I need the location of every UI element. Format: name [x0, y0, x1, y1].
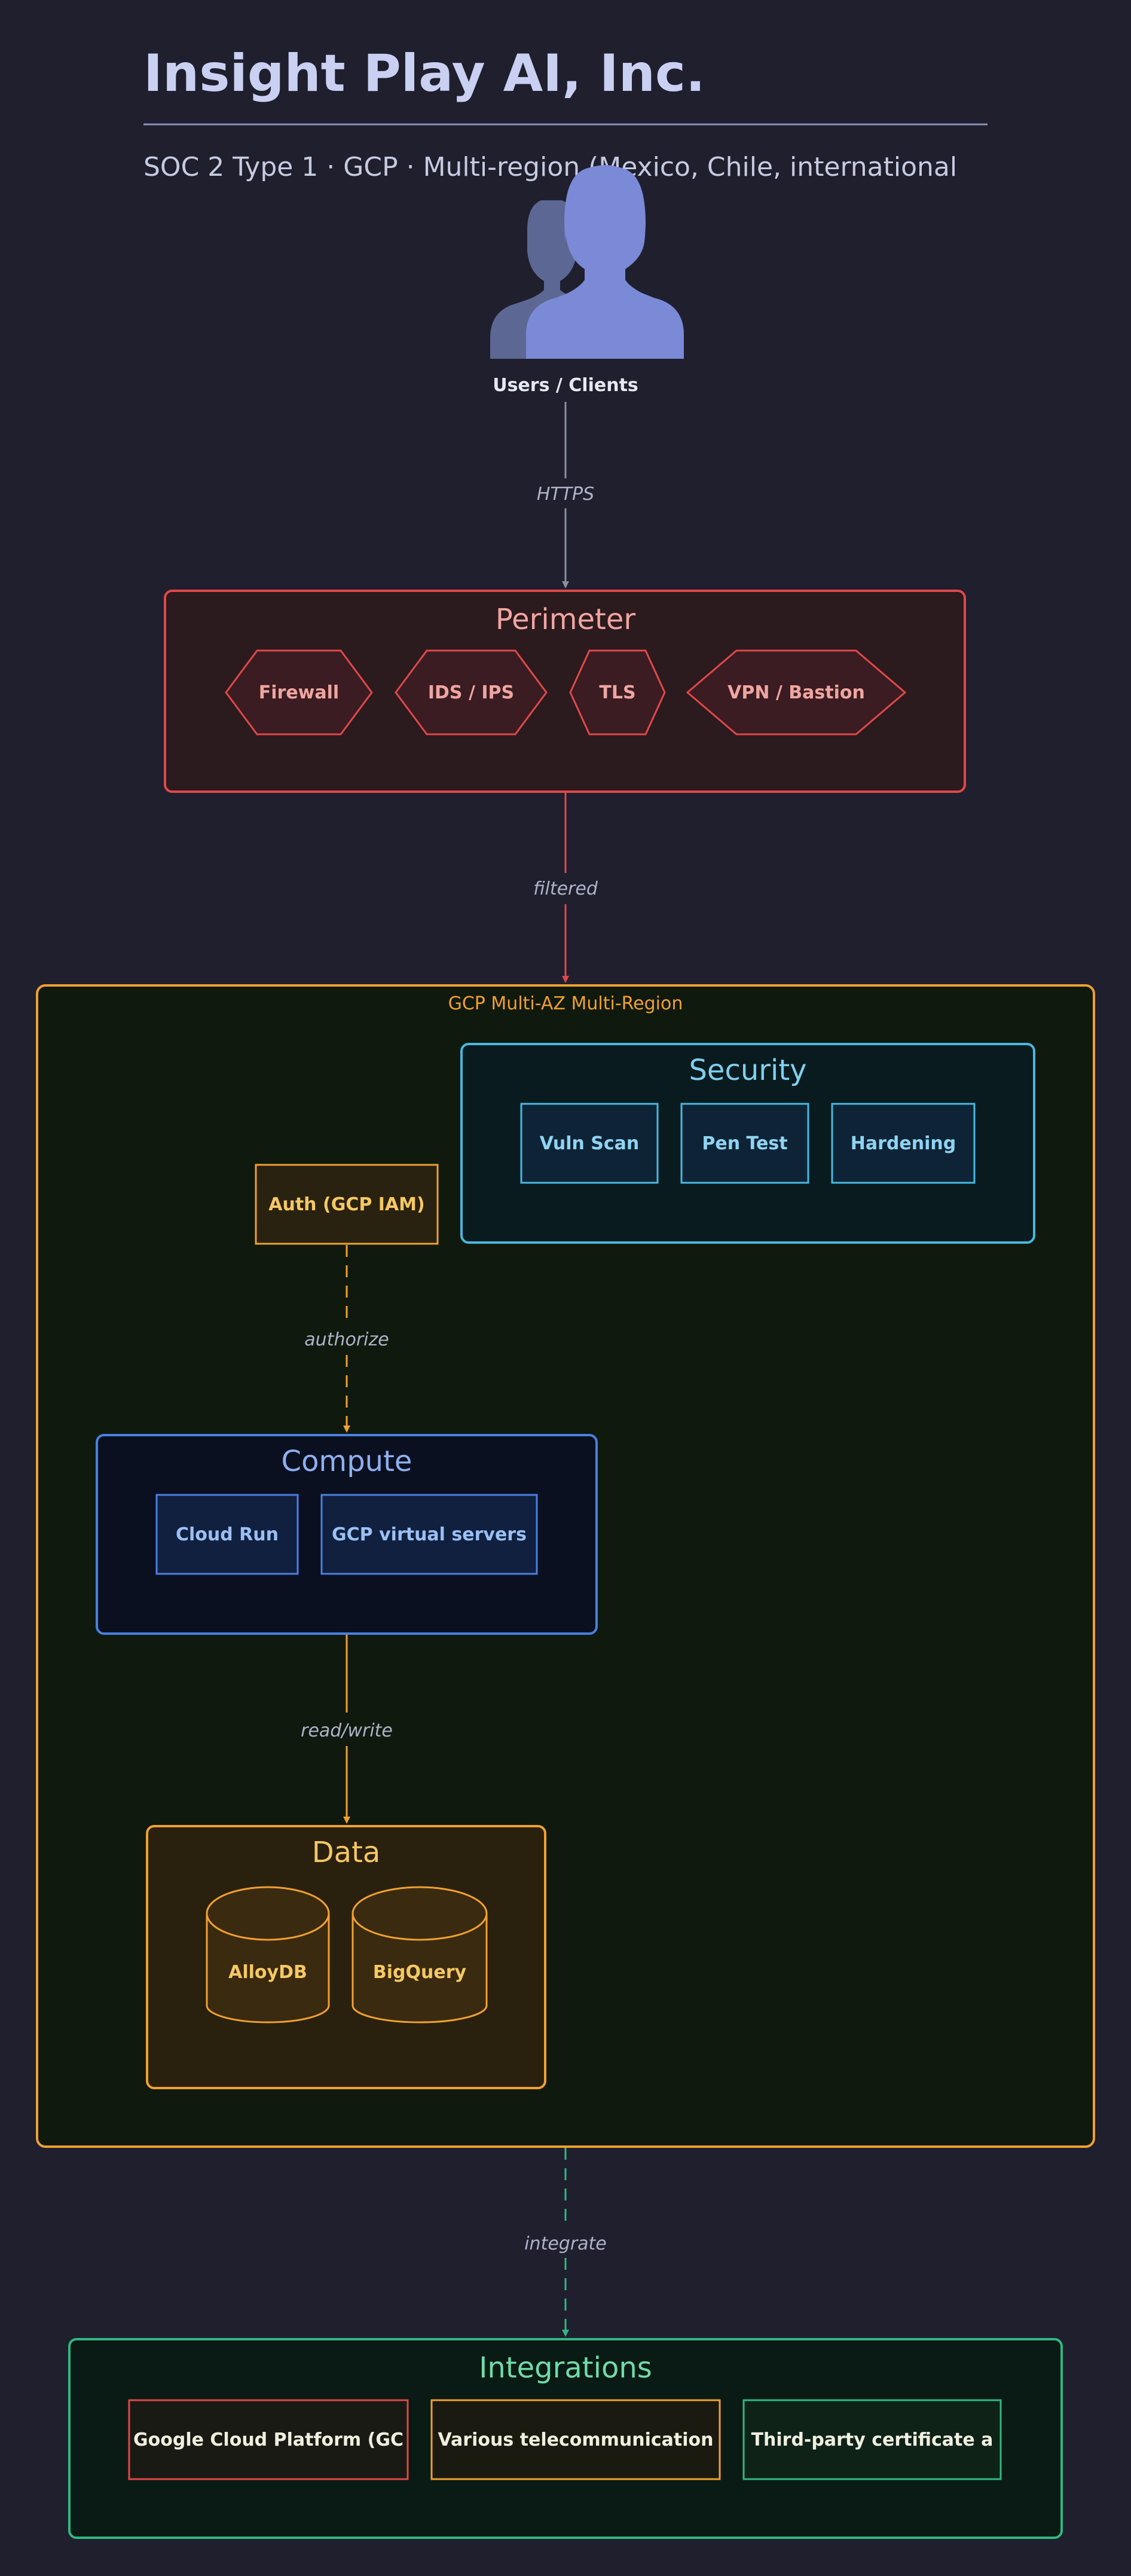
- security-item-vuln-scan: Vuln Scan: [540, 1133, 640, 1154]
- edge-label-https: HTTPS: [537, 484, 594, 505]
- integration-item-gcp: Google Cloud Platform (GC: [133, 2430, 404, 2450]
- security-vuln-scan: [520, 1103, 659, 1184]
- region-title: GCP Multi-AZ Multi-Region: [448, 993, 683, 1014]
- integration-telecom: [430, 2399, 721, 2480]
- integration-certificate: [742, 2399, 1002, 2480]
- data-item-bigquery: BigQuery: [373, 1962, 467, 1983]
- perimeter-firewall: Firewall: [225, 649, 373, 735]
- data-bigquery: BigQuery: [351, 1886, 488, 2023]
- perimeter-item-vpn-bastion: VPN / Bastion: [727, 682, 865, 703]
- compute-item-gcp-virtual-servers: GCP virtual servers: [332, 1524, 527, 1545]
- perimeter-title: Perimeter: [496, 603, 635, 636]
- data-item-alloydb: AlloyDB: [228, 1962, 307, 1983]
- edge-label-readwrite: read/write: [301, 1720, 393, 1741]
- perimeter-vpn-bastion: VPN / Bastion: [686, 649, 907, 735]
- integrations-title: Integrations: [479, 2351, 652, 2385]
- users-icon: [490, 165, 684, 359]
- edge-label-filtered: filtered: [533, 878, 598, 899]
- security-item-pen-test: Pen Test: [702, 1133, 787, 1154]
- auth-label: Auth (GCP IAM): [268, 1194, 424, 1215]
- users-label: Users / Clients: [493, 375, 638, 396]
- perimeter-item-firewall: Firewall: [259, 682, 339, 703]
- compute-cloud-run: [155, 1494, 299, 1575]
- compute-title: Compute: [282, 1445, 412, 1478]
- integration-item-telecom: Various telecommunication: [438, 2430, 713, 2450]
- compute-gcp-virtual-servers: [320, 1494, 538, 1575]
- perimeter-item-ids-ips: IDS / IPS: [428, 682, 514, 703]
- page-title: Insight Play AI, Inc.: [143, 44, 705, 103]
- edge-label-authorize: authorize: [304, 1329, 389, 1350]
- integration-gcp: [128, 2399, 409, 2480]
- perimeter-tls: TLS: [569, 649, 666, 735]
- security-item-hardening: Hardening: [851, 1133, 956, 1154]
- compute-item-cloud-run: Cloud Run: [176, 1524, 279, 1545]
- security-pen-test: [680, 1103, 809, 1184]
- data-title: Data: [312, 1836, 381, 1869]
- auth-node: [255, 1164, 439, 1245]
- integration-item-certificate: Third-party certificate a: [751, 2430, 994, 2450]
- perimeter-item-tls: TLS: [599, 682, 635, 703]
- data-alloydb: AlloyDB: [206, 1886, 330, 2023]
- security-hardening: [831, 1103, 976, 1184]
- perimeter-ids-ips: IDS / IPS: [395, 649, 548, 735]
- page-subtitle: SOC 2 Type 1 · GCP · Multi-region (Mexic…: [143, 152, 957, 182]
- security-title: Security: [689, 1054, 806, 1087]
- edge-label-integrate: integrate: [524, 2233, 607, 2254]
- perimeter-group: [164, 590, 966, 793]
